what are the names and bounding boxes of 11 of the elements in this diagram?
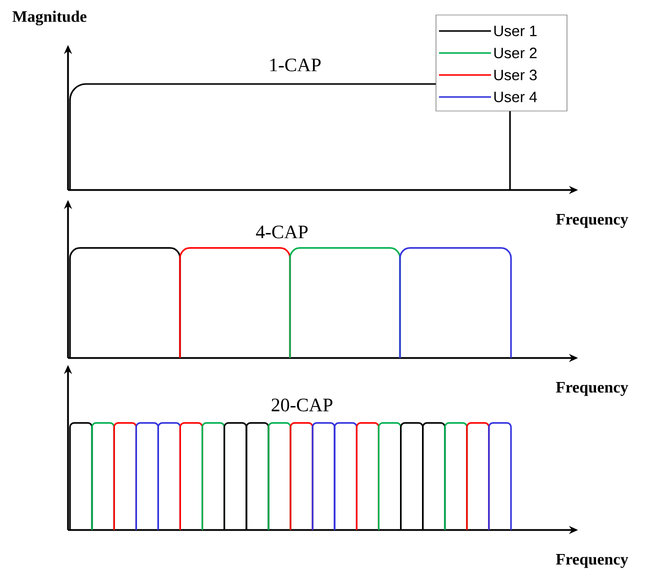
axis-label: Frequency [556,554,628,568]
legend-label: User 1 [494,26,537,36]
legend-label: User 4 [494,92,537,102]
panel-title: 20-CAP [272,398,332,412]
axis-label: Magnitude [12,10,86,26]
panel-title: 4-CAP [256,226,308,238]
legend-label: User 3 [494,70,537,80]
legend-label: User 2 [494,48,537,58]
axis-label: Frequency [556,382,628,396]
axis-label: Frequency [556,214,628,228]
panel-title: 1-CAP [270,58,321,72]
